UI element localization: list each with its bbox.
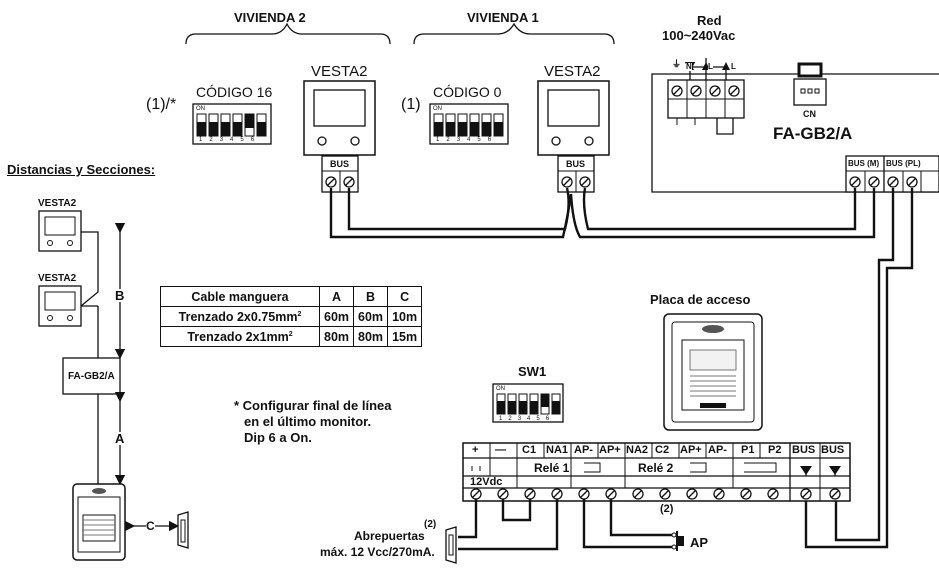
table-header-cell: A bbox=[318, 286, 355, 307]
table-cell-cable: Trenzado 2x0.75mm2 bbox=[160, 306, 320, 327]
terminal-label: BUS bbox=[792, 444, 816, 456]
terminal-label: + bbox=[472, 444, 479, 456]
access-panel-placa bbox=[663, 313, 763, 431]
terminal-label: NA1 bbox=[546, 444, 569, 456]
note-line-2: en el último monitor. bbox=[244, 414, 372, 429]
dip-switch-vivienda1 bbox=[429, 103, 509, 145]
table-header-row: Cable manguera A B C bbox=[160, 286, 423, 307]
vesta2-monitor-vivienda2 bbox=[303, 80, 376, 193]
table-header-cell: Cable manguera bbox=[160, 286, 320, 307]
distancias-fa-label: FA-GB2/A bbox=[68, 371, 115, 382]
terminal-label: AP- bbox=[708, 444, 727, 456]
vivienda1-title: VIVIENDA 1 bbox=[467, 10, 539, 25]
dip-on-label-v2: ON bbox=[196, 106, 205, 112]
red-voltage: 100~240Vac bbox=[662, 28, 736, 43]
table-header-cell: B bbox=[353, 286, 389, 307]
distance-b-label: B bbox=[115, 288, 125, 303]
abrepuertas-note: (2) bbox=[424, 519, 437, 530]
vivienda1-note-prefix: (1) bbox=[401, 96, 421, 113]
abrepuertas-line2: máx. 12 Vcc/270mA. bbox=[320, 545, 435, 559]
red-title: Red bbox=[697, 13, 722, 28]
dip-on-label-v1: ON bbox=[433, 106, 442, 112]
vesta2-monitor-vivienda1 bbox=[537, 80, 610, 193]
table-header-cell: C bbox=[387, 286, 423, 307]
psu-12vdc-label: 12Vdc bbox=[470, 476, 503, 488]
table-cell: 80m bbox=[318, 326, 355, 347]
terminal-label: NA2 bbox=[626, 444, 649, 456]
vivienda2-title: VIVIENDA 2 bbox=[234, 10, 306, 25]
note-line-1: * Configurar final de línea bbox=[234, 398, 392, 413]
sw1-label: SW1 bbox=[518, 364, 547, 379]
door-opener bbox=[445, 526, 457, 564]
cable-table: Cable manguera A B C Trenzado 2x0.75mm2 … bbox=[160, 286, 423, 347]
terminal-n-label: N bbox=[686, 62, 692, 71]
terminal-earth-label: ⏚ bbox=[672, 59, 682, 69]
table-cell: 80m bbox=[353, 326, 389, 347]
fa-gb2a-label: FA-GB2/A bbox=[773, 124, 853, 143]
sw1-dip-switch bbox=[492, 383, 564, 423]
sw1-numbers: 123456 bbox=[499, 416, 556, 422]
sw1-on-label: ON bbox=[496, 386, 505, 392]
table-row: Trenzado 2x1mm2 80m 80m 15m bbox=[160, 326, 423, 347]
vivienda2-note-prefix: (1)/* bbox=[146, 96, 177, 113]
table-cell: 60m bbox=[318, 306, 355, 327]
vivienda1-codigo: CÓDIGO 0 bbox=[433, 84, 502, 100]
distancias-title: Distancias y Secciones: bbox=[7, 162, 156, 177]
terminal-labels: + — C1 NA1 AP- AP+ NA2 C2 AP+ AP- P1 P2 … bbox=[463, 445, 850, 458]
terminal-label: AP- bbox=[574, 444, 593, 456]
abrepuertas-line1: Abrepuertas bbox=[354, 529, 425, 543]
rele2-label: Relé 2 bbox=[638, 461, 674, 475]
bus-pl-label: BUS (PL) bbox=[886, 159, 921, 168]
terminal-block bbox=[462, 442, 851, 502]
terminal-label: BUS bbox=[821, 444, 845, 456]
terminal-l1-label: L bbox=[708, 62, 713, 71]
terminal-label: — bbox=[495, 444, 506, 456]
terminal-label: AP+ bbox=[599, 444, 621, 456]
terminal-label: C2 bbox=[655, 444, 670, 456]
vivienda1-bus-label: BUS bbox=[566, 159, 586, 169]
table-cell-cable: Trenzado 2x1mm2 bbox=[160, 326, 320, 347]
table-cell: 10m bbox=[387, 306, 423, 327]
bus-wiring bbox=[329, 187, 914, 549]
table-cell: 60m bbox=[353, 306, 389, 327]
terminal-label: AP+ bbox=[680, 444, 702, 456]
note-line-3: Dip 6 a On. bbox=[244, 430, 312, 445]
ap-label: AP bbox=[690, 535, 709, 550]
distance-c-label: C bbox=[146, 519, 155, 533]
vivienda2-brace bbox=[185, 22, 391, 45]
bus-m-label: BUS (M) bbox=[848, 159, 880, 168]
vivienda2-monitor-label: VESTA2 bbox=[311, 63, 368, 80]
distance-diagram bbox=[38, 210, 189, 561]
distancias-vesta-a: VESTA2 bbox=[38, 198, 77, 209]
cn-label: CN bbox=[803, 109, 816, 119]
power-supply-fa-gb2a bbox=[651, 58, 939, 193]
dip-switch-vivienda2 bbox=[192, 103, 272, 145]
panel-note-2: (2) bbox=[660, 503, 674, 515]
rele1-label: Relé 1 bbox=[534, 461, 570, 475]
distancias-vesta-b: VESTA2 bbox=[38, 273, 77, 284]
terminal-label: P2 bbox=[768, 444, 782, 456]
ap-push-button bbox=[671, 531, 684, 551]
terminal-label: C1 bbox=[522, 444, 537, 456]
dip-numbers-v2: 123456 bbox=[199, 137, 262, 143]
terminal-label: P1 bbox=[741, 444, 755, 456]
table-cell: 15m bbox=[387, 326, 423, 347]
distance-a-label: A bbox=[115, 431, 125, 446]
table-row: Trenzado 2x0.75mm2 60m 60m 10m bbox=[160, 306, 423, 327]
bottom-wiring bbox=[458, 499, 672, 551]
terminal-l2-label: L bbox=[731, 62, 736, 71]
vivienda2-bus-label: BUS bbox=[330, 159, 350, 169]
dip-numbers-v1: 123456 bbox=[436, 137, 499, 143]
vivienda2-codigo: CÓDIGO 16 bbox=[196, 84, 273, 100]
placa-label: Placa de acceso bbox=[650, 292, 751, 307]
vivienda1-monitor-label: VESTA2 bbox=[544, 63, 601, 80]
vivienda1-brace bbox=[413, 22, 615, 45]
